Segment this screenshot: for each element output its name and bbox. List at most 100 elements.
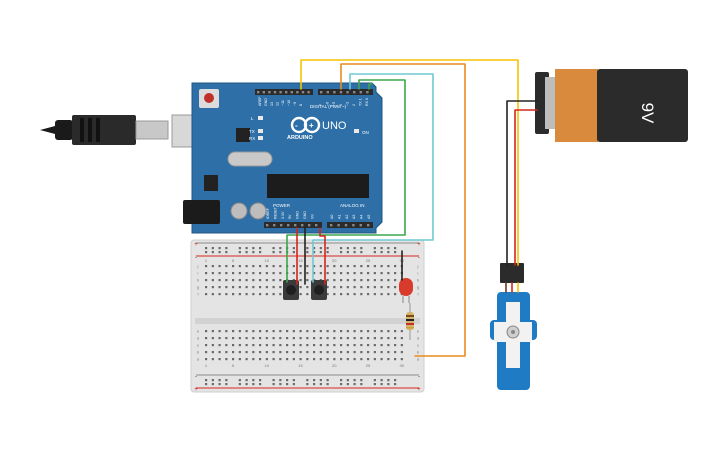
breadboard-hole xyxy=(380,286,383,289)
breadboard-hole xyxy=(238,344,241,347)
header-pins xyxy=(257,91,370,227)
breadboard-hole xyxy=(245,286,248,289)
header-pin xyxy=(367,224,370,227)
breadboard-hole xyxy=(380,379,383,382)
breadboard-hole xyxy=(394,337,397,340)
breadboard-hole xyxy=(225,247,228,250)
breadboard-hole xyxy=(333,293,336,296)
breadboard-hole xyxy=(313,344,316,347)
breadboard-hole xyxy=(394,272,397,275)
breadboard-hole xyxy=(232,272,235,275)
breadboard-hole xyxy=(218,279,221,282)
breadboard-hole xyxy=(319,330,322,333)
led-rx xyxy=(258,136,263,140)
breadboard-hole xyxy=(326,344,329,347)
breadboard-col-label: 10 xyxy=(265,258,270,263)
breadboard-hole xyxy=(340,383,343,386)
breadboard-hole xyxy=(319,272,322,275)
rail-minus-label: - xyxy=(195,374,197,380)
resistor[interactable] xyxy=(406,303,414,340)
pin-label-digital: ~9 xyxy=(293,102,297,106)
header-pin xyxy=(273,91,277,94)
breadboard-hole xyxy=(319,344,322,347)
breadboard-hole xyxy=(353,379,356,382)
breadboard-hole xyxy=(259,265,262,268)
breadboard-hole xyxy=(319,379,322,382)
breadboard-hole xyxy=(205,379,208,382)
breadboard-hole xyxy=(326,337,329,340)
breadboard-hole xyxy=(326,358,329,361)
breadboard-hole xyxy=(252,330,255,333)
breadboard-hole xyxy=(252,351,255,354)
breadboard-hole xyxy=(225,358,228,361)
breadboard-hole xyxy=(272,293,275,296)
breadboard-hole xyxy=(313,265,316,268)
breadboard-hole xyxy=(225,351,228,354)
pin-label-digital: ~10 xyxy=(287,100,291,106)
breadboard-hole xyxy=(387,247,390,250)
pin-label-analog: A2 xyxy=(345,215,349,219)
wires xyxy=(286,59,538,357)
breadboard-hole xyxy=(238,383,241,386)
breadboard-hole xyxy=(279,293,282,296)
breadboard-hole xyxy=(272,265,275,268)
breadboard-hole xyxy=(259,358,262,361)
breadboard-hole xyxy=(265,344,268,347)
header-pin xyxy=(337,224,340,227)
pin-label-analog: A5 xyxy=(367,215,371,219)
breadboard-hole xyxy=(279,247,282,250)
breadboard-hole xyxy=(326,379,329,382)
header-pin xyxy=(266,224,269,227)
breadboard-hole xyxy=(299,358,302,361)
breadboard-hole xyxy=(380,351,383,354)
breadboard-hole xyxy=(205,247,208,250)
breadboard-row-label: f xyxy=(417,292,419,297)
battery-9v[interactable]: 9V xyxy=(535,69,688,142)
breadboard-hole xyxy=(367,279,370,282)
breadboard-hole xyxy=(245,293,248,296)
breadboard-hole xyxy=(292,251,295,254)
breadboard-hole xyxy=(245,279,248,282)
pin-label-analog: A1 xyxy=(337,215,341,219)
breadboard-hole xyxy=(225,286,228,289)
breadboard-hole xyxy=(306,337,309,340)
breadboard-hole xyxy=(252,379,255,382)
led-red[interactable] xyxy=(399,278,413,303)
breadboard-hole xyxy=(286,379,289,382)
breadboard-hole xyxy=(238,293,241,296)
header-pin xyxy=(301,91,305,94)
pin-label-digital: 13 xyxy=(270,102,274,106)
breadboard-hole xyxy=(232,344,235,347)
breadboard-hole xyxy=(218,383,221,386)
servo-motor[interactable] xyxy=(490,263,537,390)
breadboard-hole xyxy=(265,293,268,296)
pushbutton-1[interactable] xyxy=(283,280,299,300)
breadboard-hole xyxy=(272,351,275,354)
breadboard-hole xyxy=(360,344,363,347)
breadboard-hole xyxy=(218,286,221,289)
breadboard-hole xyxy=(232,293,235,296)
header-pin xyxy=(268,91,271,94)
atmega-chip xyxy=(267,174,369,198)
breadboard-hole xyxy=(211,330,214,333)
breadboard-hole xyxy=(394,383,397,386)
breadboard-hole xyxy=(306,383,309,386)
breadboard-hole xyxy=(245,251,248,254)
breadboard-hole xyxy=(346,293,349,296)
breadboard-hole xyxy=(313,379,316,382)
breadboard-hole xyxy=(211,265,214,268)
breadboard-row-label: b xyxy=(197,350,200,355)
breadboard-hole xyxy=(380,279,383,282)
breadboard-hole xyxy=(387,279,390,282)
breadboard-hole xyxy=(360,330,363,333)
breadboard-hole xyxy=(211,293,214,296)
reset-button-cap[interactable] xyxy=(204,93,214,103)
breadboard-hole xyxy=(245,351,248,354)
breadboard-row-label: g xyxy=(197,285,199,290)
breadboard-hole xyxy=(252,383,255,386)
breadboard-hole xyxy=(265,351,268,354)
breadboard-hole xyxy=(360,286,363,289)
breadboard-hole xyxy=(367,265,370,268)
pushbutton-2[interactable] xyxy=(311,280,327,300)
breadboard-hole xyxy=(259,337,262,340)
